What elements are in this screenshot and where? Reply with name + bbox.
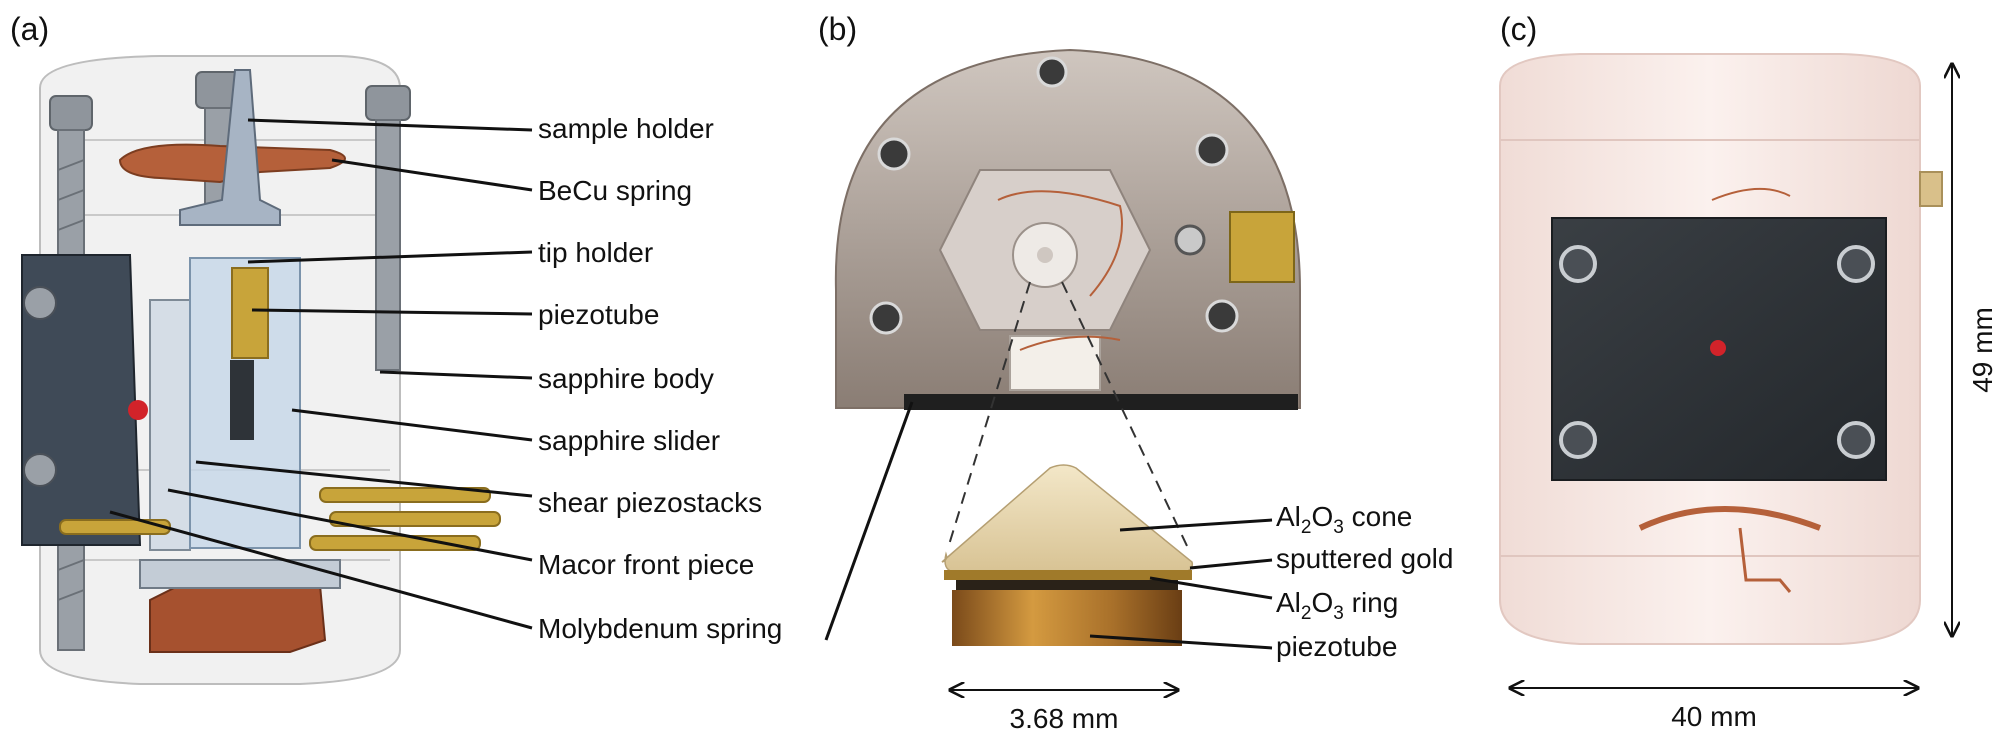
label-sample-holder: sample holder xyxy=(538,113,714,144)
screw-hole-top xyxy=(1036,56,1068,88)
dimension-tip-width: 3.68 mm xyxy=(1010,703,1119,734)
red-marker-dot xyxy=(1710,340,1726,356)
cad-drawing xyxy=(21,55,501,685)
leader-front-plate xyxy=(824,401,914,641)
gold-connector xyxy=(1229,211,1295,283)
plate-screw-tl xyxy=(1559,245,1597,283)
label-tip-holder: tip holder xyxy=(538,237,653,268)
al2o3-ring-shape xyxy=(956,580,1178,590)
screw-hole-lower-right xyxy=(1205,299,1239,333)
screw-hole-left xyxy=(877,137,911,171)
tip-closeup xyxy=(941,464,1194,646)
leaders-a xyxy=(109,118,533,630)
tip-photo-top xyxy=(834,48,1301,410)
screw-hole-right xyxy=(1195,133,1229,167)
red-dot xyxy=(128,400,148,420)
label-shear-piezostacks: shear piezostacks xyxy=(538,487,762,518)
dimension-body-height: 49 mm xyxy=(1967,307,1998,393)
label-molybdenum-spring: Molybdenum spring xyxy=(538,613,782,644)
label-piezotube-b: piezotube xyxy=(1276,631,1397,662)
screw-hole-lower-left xyxy=(869,301,903,335)
shear-piezostacks-shape xyxy=(59,487,501,551)
plate-screw-br xyxy=(1837,421,1875,459)
gold-layer-shape xyxy=(944,570,1192,580)
label-becu-spring: BeCu spring xyxy=(538,175,692,206)
plate-screw-tr xyxy=(1837,245,1875,283)
label-al2o3-cone: Al2O3 cone xyxy=(1276,501,1412,538)
panel-label-a: (a) xyxy=(10,11,49,47)
zoom-line-left xyxy=(947,281,1031,549)
label-sapphire-body: sapphire body xyxy=(538,363,714,394)
leaders-b xyxy=(1089,518,1273,650)
macor-front-piece-shape xyxy=(149,299,191,551)
label-al2o3-ring: Al2O3 ring xyxy=(1276,587,1398,624)
label-piezotube-a: piezotube xyxy=(538,299,659,330)
labels-a: sample holder BeCu spring tip holder pie… xyxy=(538,113,782,644)
panel-label-b: (b) xyxy=(818,11,857,47)
label-sputtered-gold: sputtered gold xyxy=(1276,543,1453,574)
al2o3-cone-shape xyxy=(941,464,1194,573)
label-macor-front-piece: Macor front piece xyxy=(538,549,754,580)
screw-right xyxy=(365,85,411,371)
piezotube-shape xyxy=(231,267,269,359)
plate-screw-bl xyxy=(1559,421,1597,459)
label-sapphire-slider: sapphire slider xyxy=(538,425,720,456)
panel-label-c: (c) xyxy=(1500,11,1537,47)
copper-base-shape xyxy=(149,584,327,653)
zoom-line-right xyxy=(1061,281,1189,549)
labels-b: Al2O3 cone sputtered gold Al2O3 ring pie… xyxy=(1276,501,1453,662)
piezotube-closeup-shape xyxy=(952,590,1182,646)
body-photo xyxy=(1499,53,1943,645)
dimension-body-width: 40 mm xyxy=(1671,701,1757,732)
sample-holder-shape xyxy=(179,69,281,226)
